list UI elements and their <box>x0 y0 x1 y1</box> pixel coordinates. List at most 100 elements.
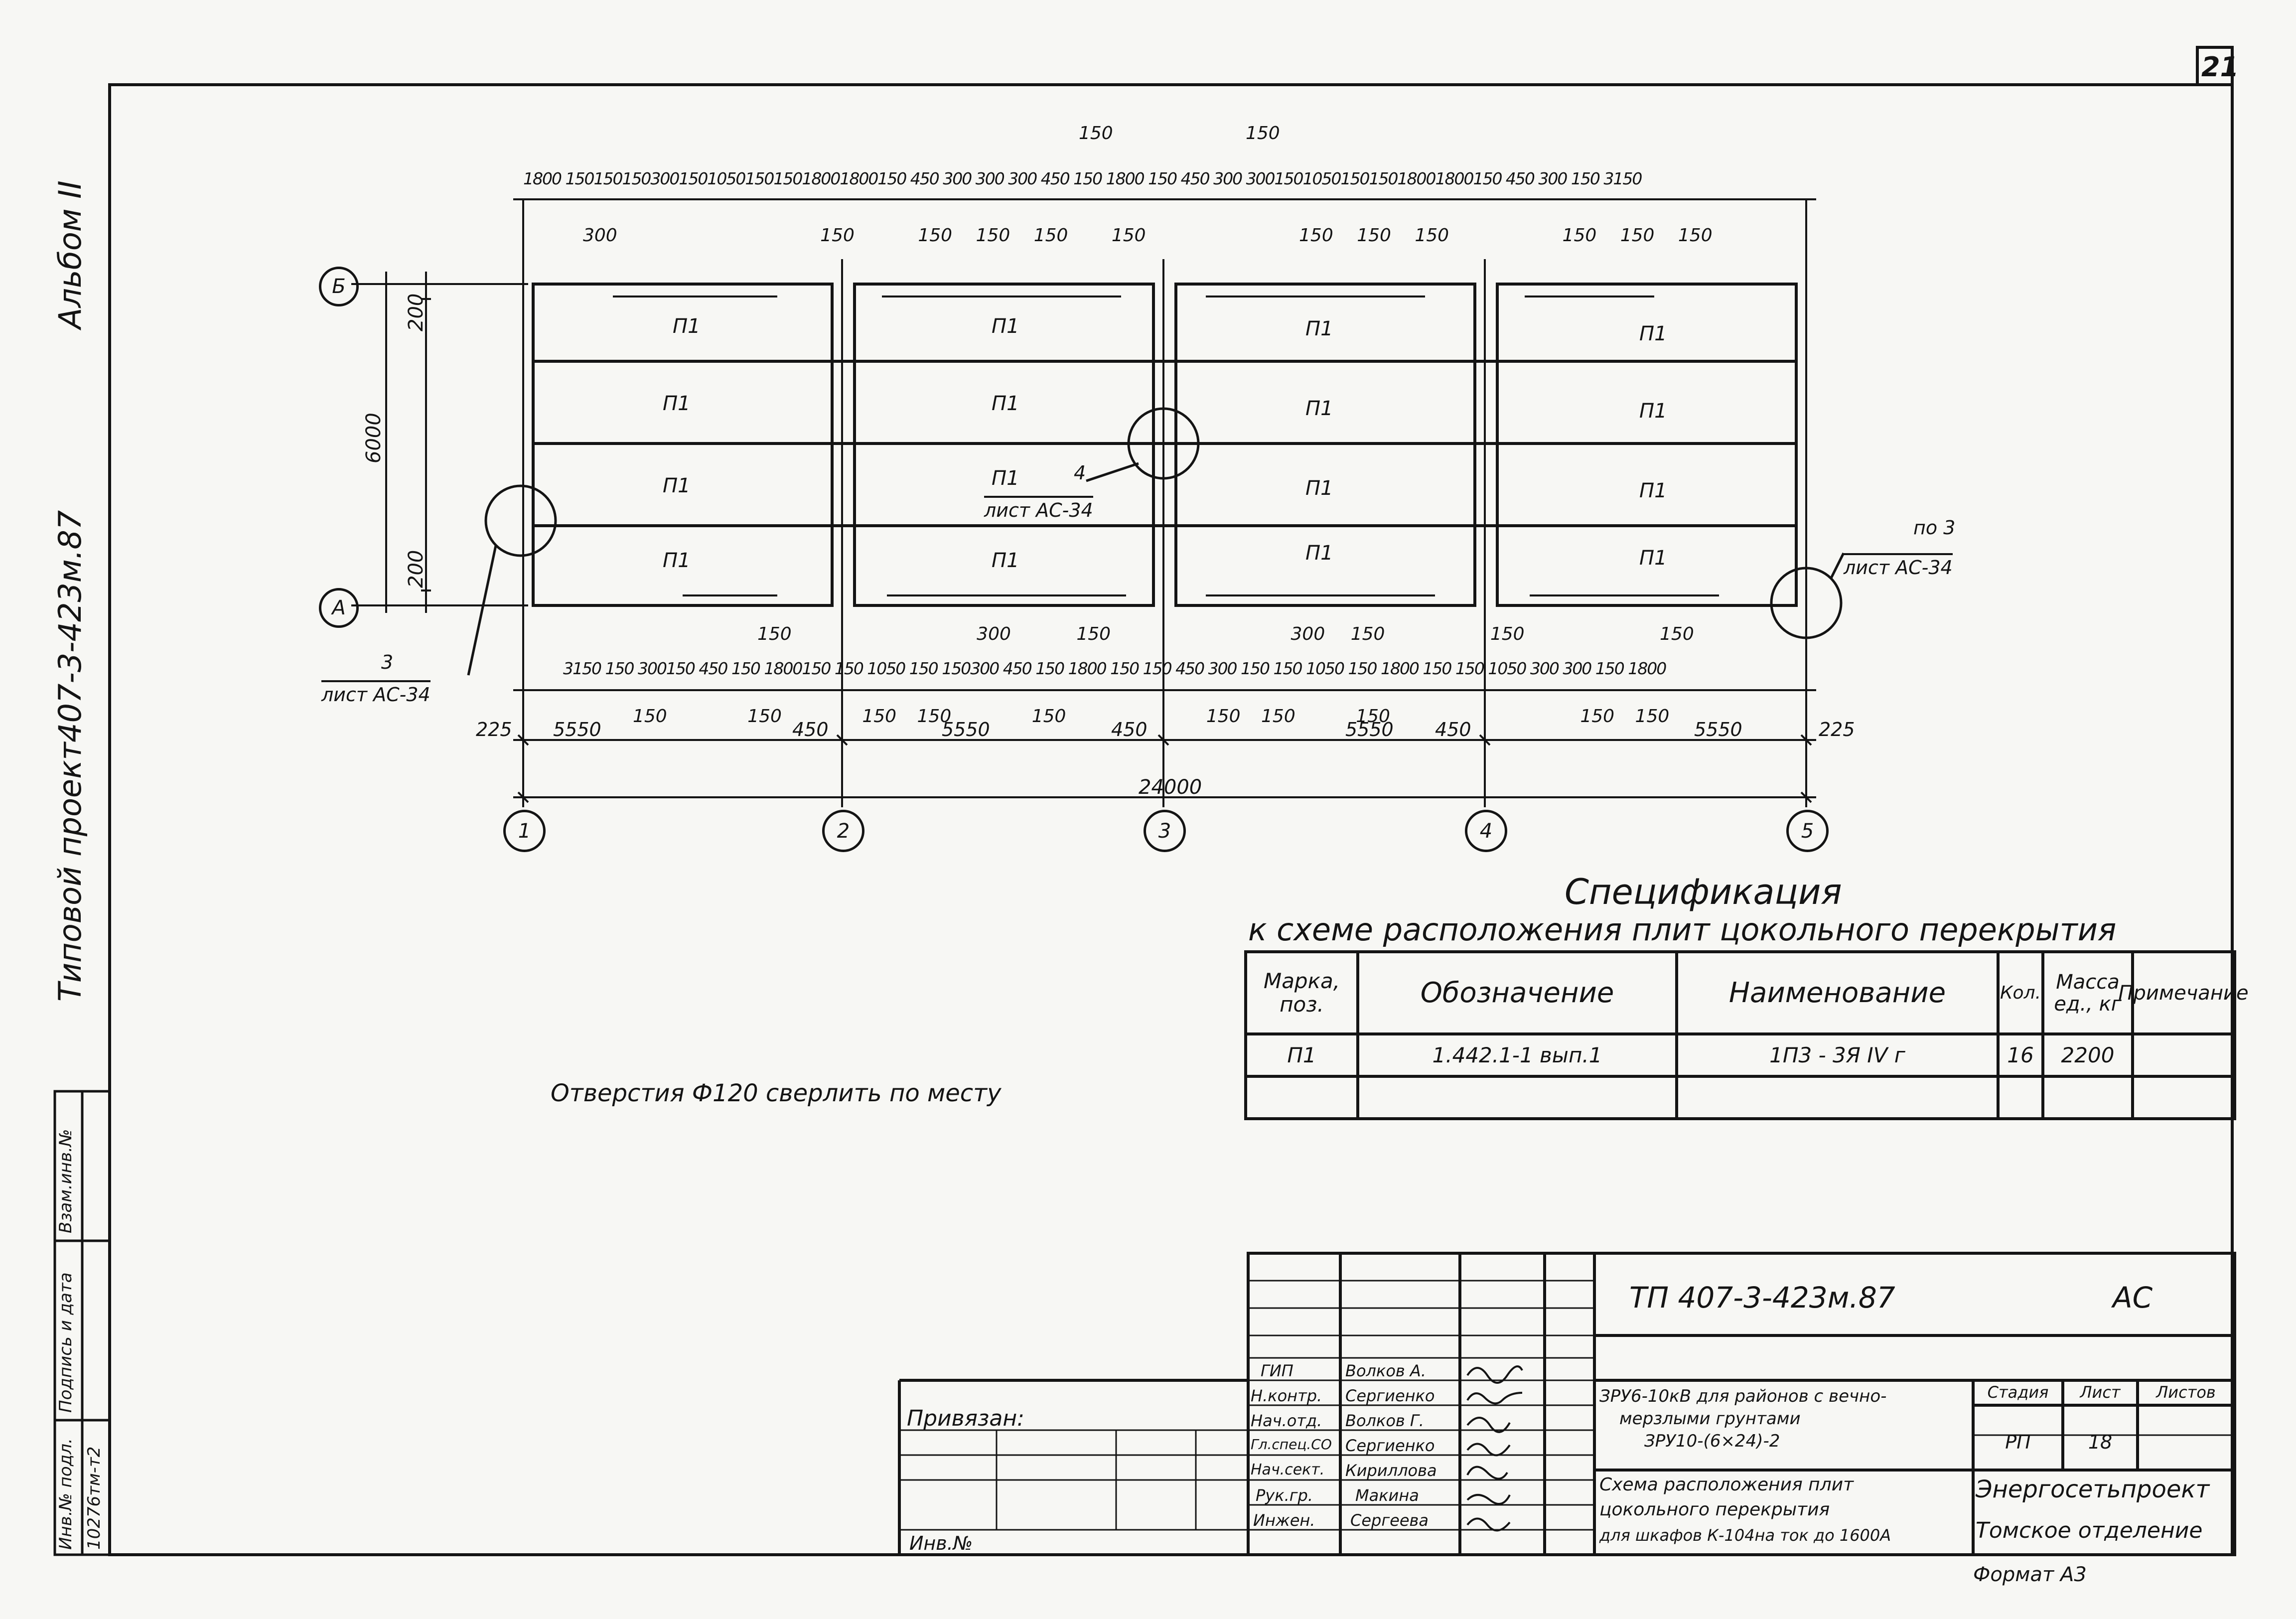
drilling-note: Отверстия Ф120 сверлить по месту <box>551 1079 1002 1107</box>
top-dim-row0-a: 150 <box>1079 123 1113 144</box>
top-dim-row0-b: 150 <box>1246 123 1280 144</box>
spec-title: Спецификация <box>1565 872 1842 912</box>
span-dim-5550: 5550 <box>942 719 990 740</box>
role-label: Н.контр. <box>1251 1386 1322 1405</box>
vdim-6000: 6000 <box>362 413 385 463</box>
object-line-1: ЗРУ6-10кВ для районов с вечно- <box>1599 1386 1887 1406</box>
sheet-number-box <box>2196 46 2234 86</box>
slab-label: П1 <box>992 315 1019 338</box>
spec-row-qty: 16 <box>2007 1042 2034 1067</box>
role-label: Рук.гр. <box>1256 1486 1313 1505</box>
bottom-dim-row2: 150 150 150 150 150 150 150 150 150 150 <box>633 706 1670 727</box>
spec-row-name: 1П3 - 3Я IV г <box>1769 1042 1905 1067</box>
slab-plan-lines <box>532 283 1798 607</box>
role-label: Гл.спец.СО <box>1251 1436 1332 1453</box>
sheets-header: Листов <box>2156 1383 2216 1402</box>
stamp-inv-value: 10276тм-т2 <box>84 1446 104 1550</box>
slab-label: П1 <box>1305 317 1333 340</box>
top-dim-row2: 300 150 150 150 150 150 150 150 150 150 … <box>583 225 1713 246</box>
callout-po3-sheet: лист АС-34 <box>1844 553 1953 577</box>
stamp-sign-date-header: Подпись и дата <box>56 1272 76 1413</box>
album-label: Альбом II <box>52 180 88 329</box>
role-name: Макина <box>1355 1486 1419 1505</box>
stamp-replace-inv-header: Взам.инв.№ <box>56 1129 76 1233</box>
spec-row-note <box>2134 1035 2233 1075</box>
bottom-dim-row0: 150 300 150 300 150 150 150 <box>757 624 1694 644</box>
slab-label: П1 <box>1639 400 1667 423</box>
axis-lines <box>351 198 1816 807</box>
slab-label: П1 <box>1639 322 1667 345</box>
callout-3-number: 3 <box>381 651 394 673</box>
slab-label: П1 <box>1305 397 1333 420</box>
role-label: Инжен. <box>1253 1511 1315 1530</box>
span-dim-5550: 5550 <box>1345 719 1394 740</box>
axis-col-1: 1 <box>503 810 546 852</box>
slab-label: П1 <box>992 549 1019 572</box>
total-dim: 24000 <box>1139 776 1202 799</box>
callout-3-sheet: лист АС-34 <box>321 680 430 704</box>
bolt-marks <box>613 295 1719 596</box>
callout-circles <box>467 407 1845 676</box>
span-dim-450: 450 <box>1435 719 1471 740</box>
drawing-line-1: Схема расположения плит <box>1599 1474 1854 1495</box>
format-label: Формат А3 <box>1973 1563 2087 1586</box>
project-type-vertical: Типовой проект <box>52 742 88 1002</box>
slab-label: П1 <box>1639 547 1667 570</box>
span-dim-5550: 5550 <box>553 719 601 740</box>
axis-col-3: 3 <box>1144 810 1186 852</box>
slab-label: П1 <box>663 474 691 497</box>
slab-label: П1 <box>992 467 1019 490</box>
sheet-frame <box>108 83 2234 1556</box>
callout-po3-number: по 3 <box>1913 517 1956 539</box>
spec-row-mark: П1 <box>1287 1042 1316 1067</box>
span-dim-225-right: 225 <box>1819 719 1855 740</box>
slab-label: П1 <box>1305 542 1333 565</box>
bound-label: Привязан: <box>907 1406 1024 1431</box>
spec-header-mass: Масса ед., кг <box>2054 970 2122 1016</box>
role-name: Сергиенко <box>1345 1436 1435 1455</box>
span-dim-450: 450 <box>1111 719 1148 740</box>
top-dim-row1: 1800 15015015030015010501501501800180015… <box>523 169 1642 188</box>
axis-row-b: Б <box>319 267 359 306</box>
sheet-number: 21 <box>2201 51 2239 83</box>
axis-col-5: 5 <box>1786 810 1829 852</box>
vdim-bottom-200: 200 <box>405 550 428 588</box>
sheet-value: 18 <box>2088 1431 2113 1454</box>
axis-col-2: 2 <box>822 810 864 852</box>
title-code: ТП 407-3-423м.87 <box>1629 1281 1895 1315</box>
spec-header-note: Примечание <box>2118 981 2249 1005</box>
signature-scribbles <box>1466 1365 1523 1532</box>
slab-label: П1 <box>1639 479 1667 502</box>
axis-col-4: 4 <box>1465 810 1507 852</box>
object-line-2: мерзлыми грунтами <box>1619 1409 1801 1429</box>
role-label: ГИП <box>1261 1361 1293 1380</box>
role-name: Волков Г. <box>1345 1411 1424 1430</box>
sheet-header: Лист <box>2080 1383 2121 1402</box>
span-dim-225-left: 225 <box>476 719 512 740</box>
object-line-3: ЗРУ10-(6×24)-2 <box>1644 1431 1780 1451</box>
title-stage-code: АС <box>2113 1281 2153 1315</box>
spec-header-mark: Марка, поз. <box>1263 969 1340 1017</box>
stamp-inv-header: Инв.№ подл. <box>56 1438 76 1550</box>
left-stamp-lines <box>53 1090 111 1556</box>
stage-value: РП <box>2005 1431 2031 1454</box>
stage-header: Стадия <box>1987 1383 2049 1402</box>
slab-label: П1 <box>1305 477 1333 500</box>
spec-header-designation: Обозначение <box>1420 976 1614 1009</box>
role-name: Волков А. <box>1345 1361 1426 1380</box>
spec-header-qty: Кол. <box>2000 982 2041 1003</box>
callout-4-sheet: лист АС-34 <box>984 496 1093 520</box>
drawing-line-2: цокольного перекрытия <box>1599 1499 1830 1520</box>
project-code-vertical: 407-3-423м.87 <box>52 510 88 742</box>
vdim-top-200: 200 <box>405 293 428 331</box>
title-block-rows <box>899 1280 2235 1531</box>
role-name: Сергиенко <box>1345 1386 1435 1405</box>
spec-table-lines <box>1244 950 2236 1120</box>
slab-label: П1 <box>673 315 701 338</box>
role-name: Кириллова <box>1345 1461 1437 1480</box>
role-label: Нач.сект. <box>1251 1461 1325 1478</box>
spec-row-designation: 1.442.1-1 вып.1 <box>1432 1042 1602 1067</box>
span-dim-5550: 5550 <box>1694 719 1742 740</box>
slab-label: П1 <box>663 392 691 415</box>
